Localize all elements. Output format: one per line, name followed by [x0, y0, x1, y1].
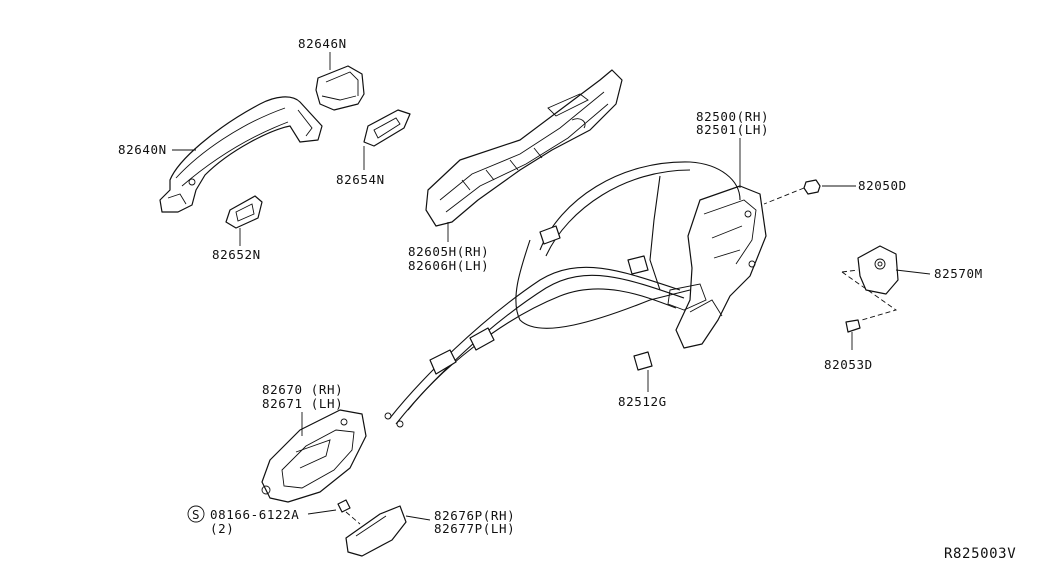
screw-symbol: S	[187, 505, 205, 523]
handle-bracket	[425, 69, 623, 227]
outside-handle-grip	[159, 96, 323, 213]
label-door-lock-rh: 82500(RH)	[696, 109, 769, 124]
leader-lines	[172, 52, 931, 521]
label-screw-qty: (2)	[210, 521, 234, 536]
label-handle-bracket-lh: 82606H(LH)	[408, 258, 489, 273]
label-inside-handle-lh: 82671 (LH)	[262, 396, 343, 411]
label-outside-handle-cover: 82646N	[298, 36, 347, 51]
label-handle-bracket-rh: 82605H(RH)	[408, 244, 489, 259]
cable-clip	[633, 351, 653, 371]
screw-symbol-letter: S	[192, 507, 200, 522]
label-striker: 82570M	[934, 266, 983, 281]
striker-screw	[845, 319, 861, 350]
label-inside-handle-cover-rh: 82676P(RH)	[434, 508, 515, 523]
label-outside-handle-grip: 82640N	[118, 142, 167, 157]
inside-handle-cover	[345, 505, 407, 557]
label-door-lock-lh: 82501(LH)	[696, 122, 769, 137]
handle-gasket-rear	[363, 109, 411, 147]
label-lock-screw: 82050D	[858, 178, 907, 193]
label-handle-gasket-front: 82652N	[212, 247, 261, 262]
label-inside-handle-rh: 82670 (RH)	[262, 382, 343, 397]
label-cable-clip: 82512G	[618, 394, 667, 409]
label-inside-handle-cover-lh: 82677P(LH)	[434, 521, 515, 536]
label-handle-gasket-rear: 82654N	[336, 172, 385, 187]
inside-handle	[261, 409, 367, 503]
label-striker-screw: 82053D	[824, 357, 873, 372]
trim-screw	[337, 499, 361, 525]
label-screw-part: 08166-6122A	[210, 507, 299, 522]
outside-handle-cover	[315, 65, 365, 111]
diagram-code: R825003V	[944, 546, 1016, 562]
lock-cables	[384, 161, 741, 428]
handle-gasket-front	[225, 195, 263, 229]
lock-screw	[763, 179, 821, 205]
door-lock-actuator	[667, 185, 767, 349]
striker	[841, 245, 899, 321]
